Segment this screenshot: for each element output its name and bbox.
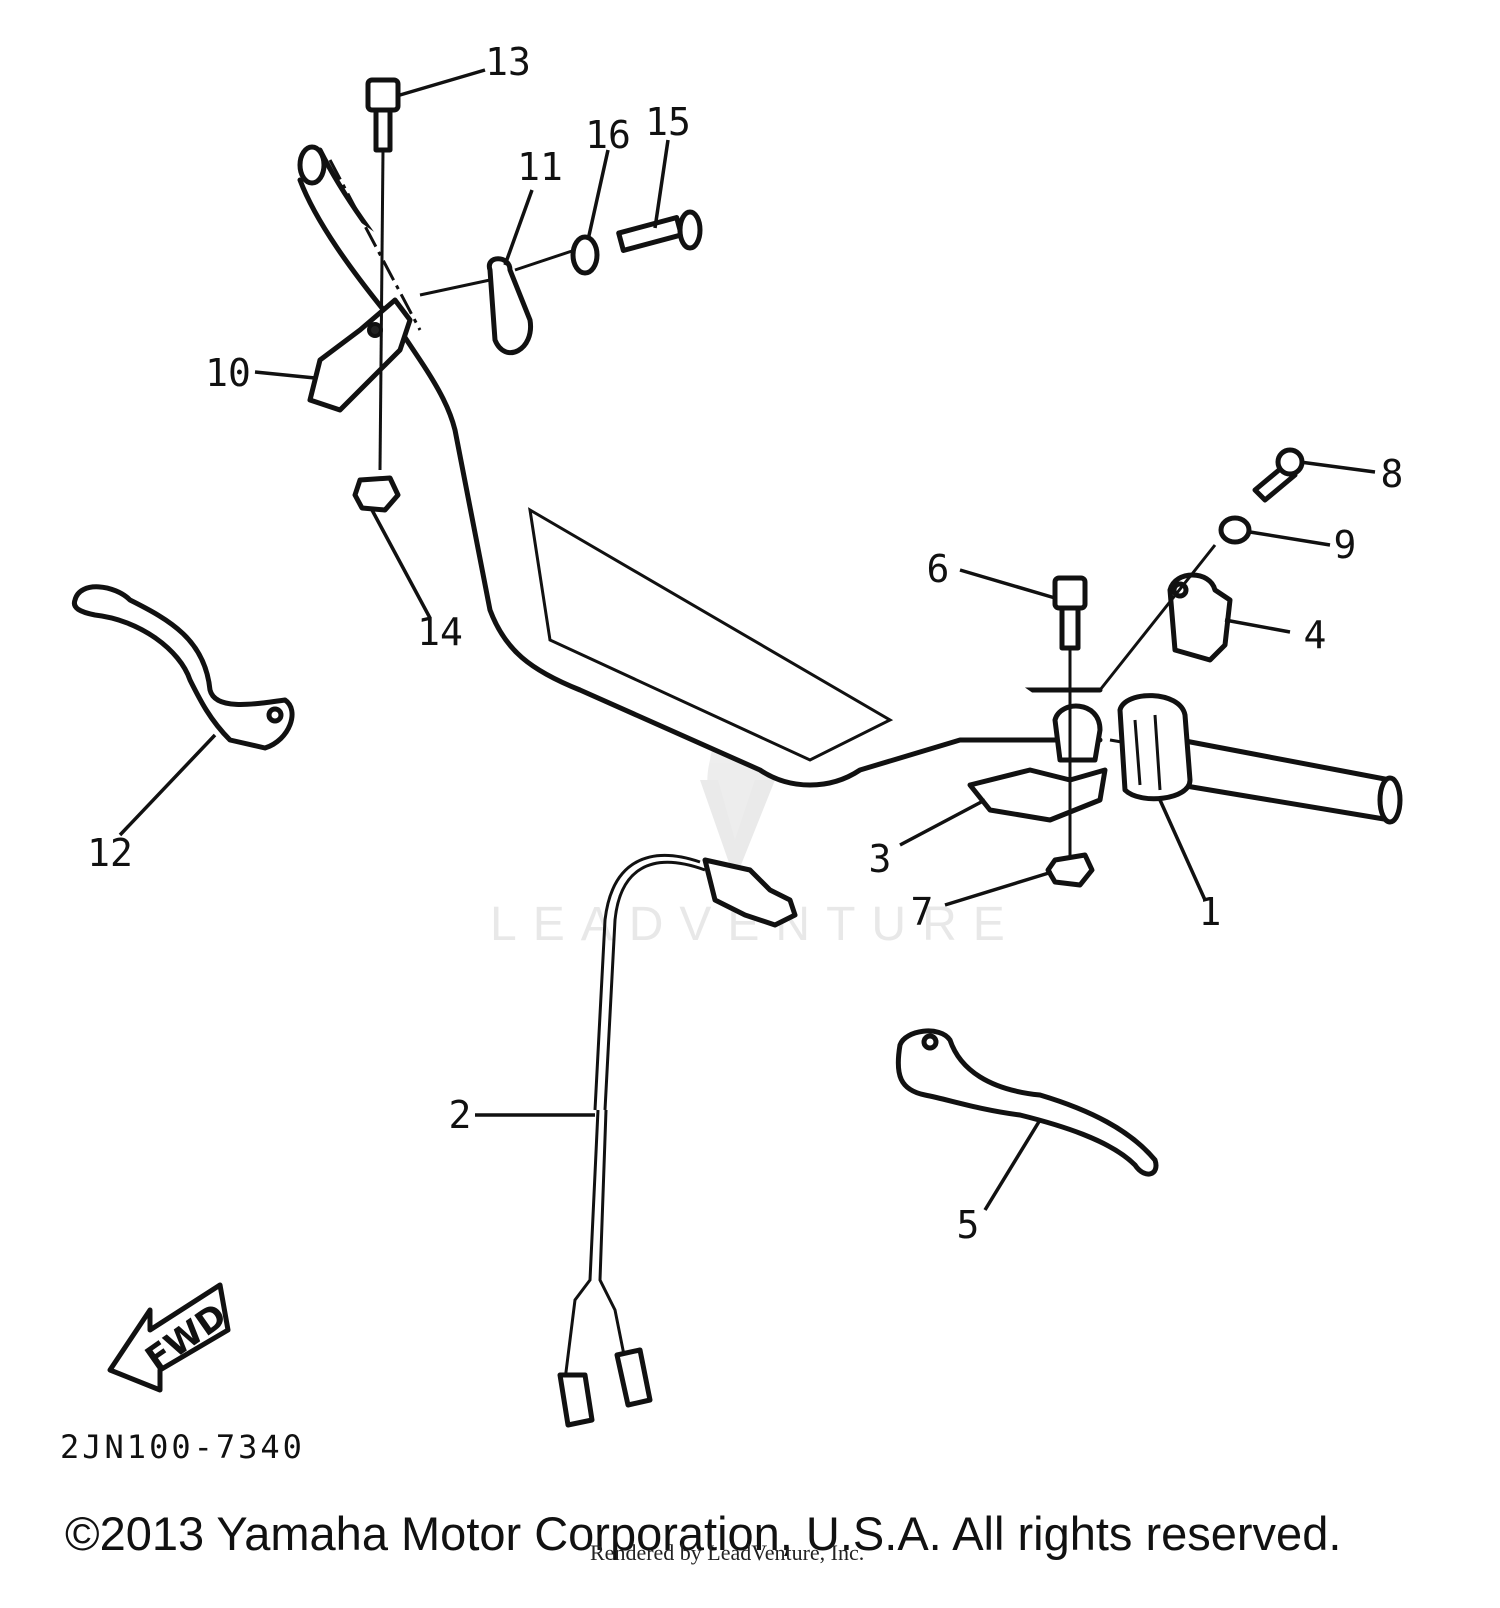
callout-14: 14 xyxy=(417,610,463,654)
part-10-holder xyxy=(307,297,413,413)
part-5-right-lever xyxy=(895,1028,1159,1177)
part-12-left-lever xyxy=(71,584,295,751)
copyright-notice: ©2013 Yamaha Motor Corporation, U.S.A. A… xyxy=(65,1507,1341,1560)
part-14-nut xyxy=(352,475,401,513)
part-13-bolt xyxy=(365,77,401,471)
part-7-nut xyxy=(1045,852,1095,888)
callout-3: 3 xyxy=(869,837,892,881)
leader-lines xyxy=(118,68,1376,1211)
callout-13: 13 xyxy=(485,40,531,84)
part-4-bracket xyxy=(1167,572,1233,663)
callout-10: 10 xyxy=(205,351,251,395)
callout-15: 15 xyxy=(645,100,691,144)
callout-8: 8 xyxy=(1381,452,1404,496)
part-2-switch-wire xyxy=(557,854,798,1428)
part-9-washer xyxy=(1098,515,1252,691)
callout-5: 5 xyxy=(957,1203,980,1247)
callout-12: 12 xyxy=(87,831,133,875)
callout-9: 9 xyxy=(1334,523,1357,567)
part-16-washer xyxy=(570,234,600,276)
part-1-throttle-grip xyxy=(1117,693,1193,802)
fwd-direction-arrow: FWD xyxy=(107,1282,234,1393)
part-15-screw xyxy=(616,209,703,253)
diagram-code: 2JN100-7340 xyxy=(60,1428,305,1466)
part-8-bolt xyxy=(1252,447,1305,503)
part-11-clamp xyxy=(419,248,576,355)
callout-4: 4 xyxy=(1304,613,1327,657)
callout-6: 6 xyxy=(927,547,950,591)
rendered-by-overprint: Rendered by LeadVenture, Inc. xyxy=(590,1540,864,1565)
callout-2: 2 xyxy=(449,1093,472,1137)
callout-1: 1 xyxy=(1199,890,1222,934)
callout-labels: 1 2 3 4 5 6 7 8 9 10 11 12 13 14 15 16 xyxy=(87,40,1403,1247)
handlebar xyxy=(297,144,1403,825)
part-6-bolt xyxy=(1052,575,1088,860)
callout-16: 16 xyxy=(585,113,631,157)
callout-11: 11 xyxy=(517,145,563,189)
callout-7: 7 xyxy=(911,890,934,934)
